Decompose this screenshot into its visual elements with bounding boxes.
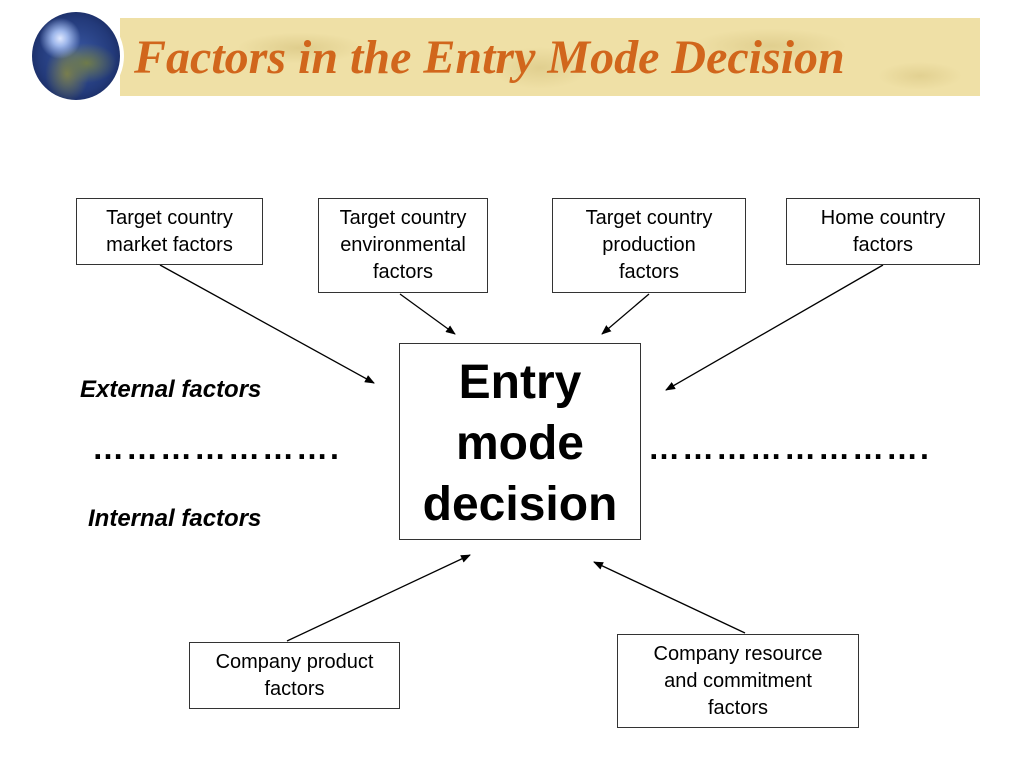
arrow-home-country-factors bbox=[665, 264, 884, 391]
arrow-market-factors bbox=[159, 264, 375, 384]
arrow-environmental-factors bbox=[399, 293, 456, 335]
internal-factors-label: Internal factors bbox=[88, 505, 262, 532]
box-company-product-factors: Company product factors bbox=[189, 642, 400, 709]
arrow-production-factors bbox=[601, 293, 650, 335]
page-title: Factors in the Entry Mode Decision bbox=[134, 31, 845, 84]
globe-icon bbox=[32, 12, 120, 100]
box-home-country-factors: Home country factors bbox=[786, 198, 980, 265]
arrow-product-factors bbox=[286, 554, 471, 642]
box-company-resource-factors: Company resource and commitment factors bbox=[617, 634, 859, 728]
entry-mode-decision-box: Entry mode decision bbox=[399, 343, 641, 540]
box-target-environmental-factors: Target country environmental factors bbox=[318, 198, 488, 293]
title-banner bbox=[120, 18, 980, 96]
external-factors-label: External factors bbox=[80, 376, 262, 403]
box-target-production-factors: Target country production factors bbox=[552, 198, 746, 293]
arrow-resource-factors bbox=[593, 561, 746, 634]
dotted-separator-right: ……………………. bbox=[648, 430, 931, 466]
box-target-market-factors: Target country market factors bbox=[76, 198, 263, 265]
dotted-separator-left: …………………. bbox=[92, 430, 341, 466]
